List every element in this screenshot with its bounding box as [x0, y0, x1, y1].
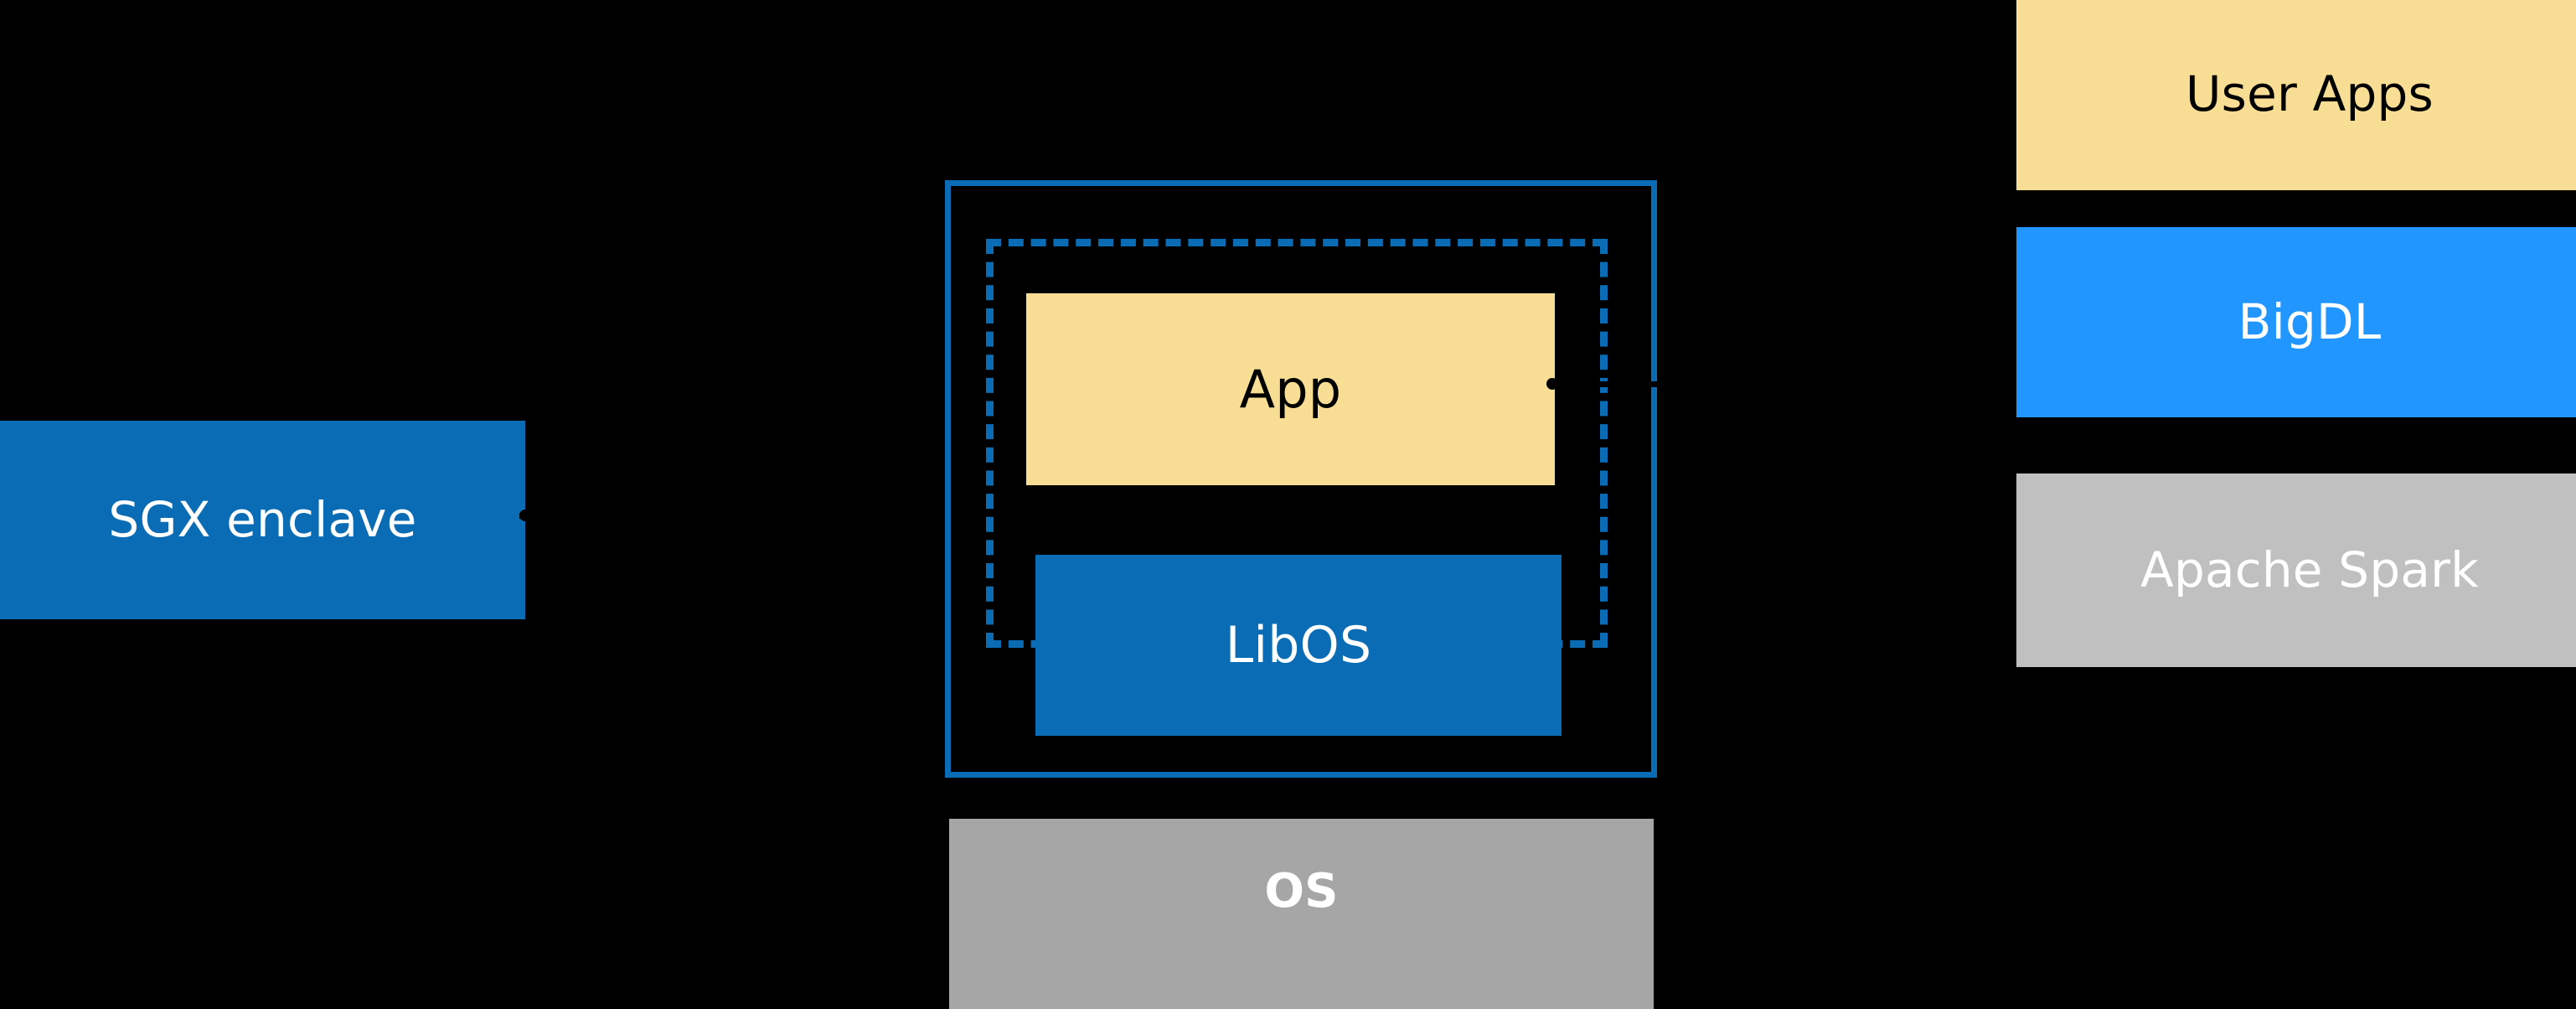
libos-box[interactable]: LibOS — [1035, 555, 1562, 736]
apache-spark-box[interactable]: Apache Spark — [2016, 473, 2576, 667]
sgx-enclave-label: SGX enclave — [108, 491, 417, 549]
os-box[interactable]: OS — [949, 819, 1654, 1009]
libos-label: LibOS — [1225, 615, 1372, 675]
apache-spark-label: Apache Spark — [2140, 541, 2479, 599]
user-apps-label: User Apps — [2186, 65, 2434, 123]
sgx-enclave-box[interactable]: SGX enclave — [0, 421, 525, 619]
user-apps-box[interactable]: User Apps — [2016, 0, 2576, 190]
bigdl-box[interactable]: BigDL — [2016, 227, 2576, 417]
bigdl-label: BigDL — [2238, 293, 2382, 351]
app-box[interactable]: App — [1026, 293, 1555, 485]
enclave-boundary-outline — [945, 180, 1657, 778]
sgx-enclave-leader-line — [519, 513, 955, 519]
app-label: App — [1239, 358, 1342, 420]
os-label: OS — [1264, 864, 1339, 918]
